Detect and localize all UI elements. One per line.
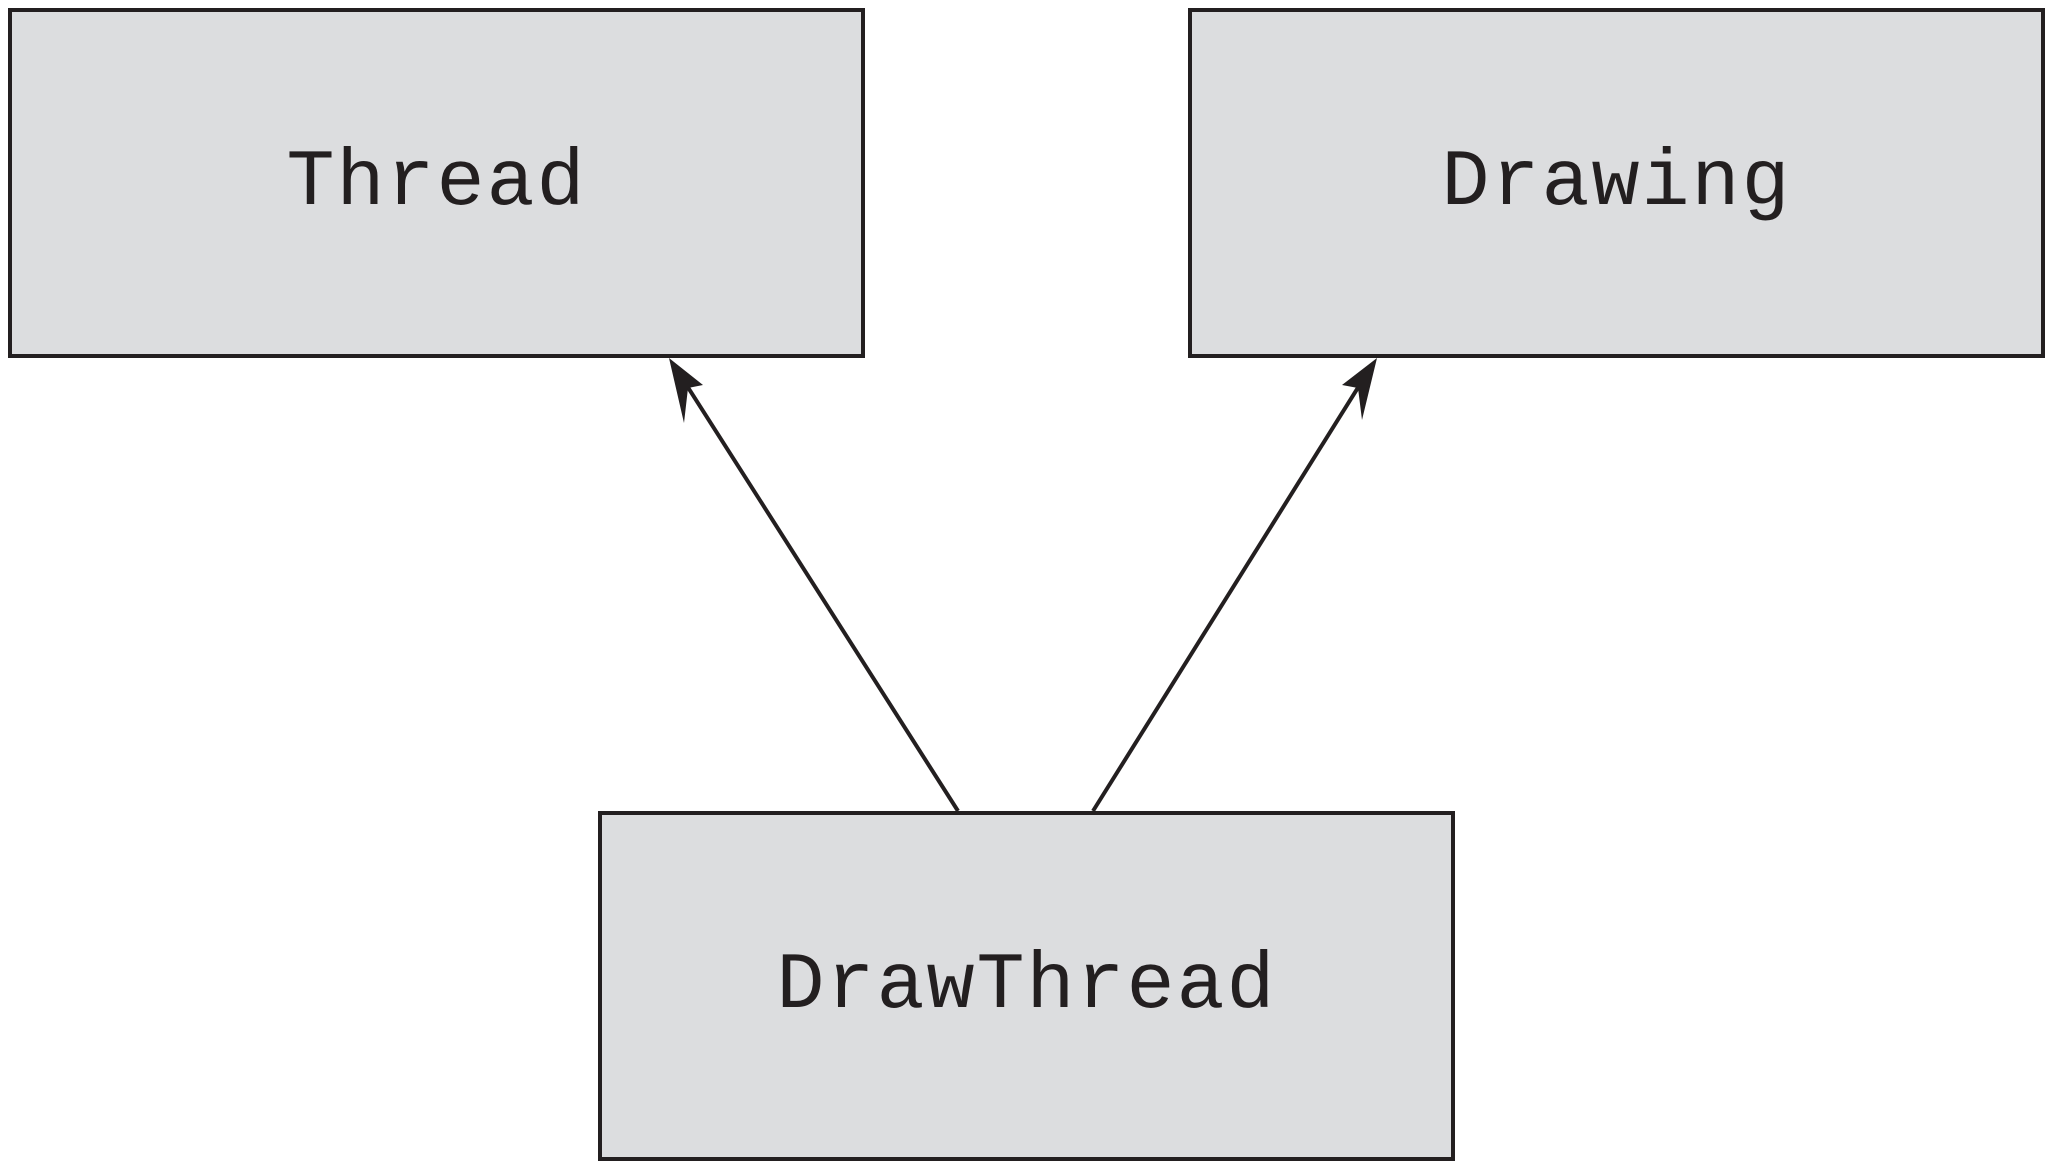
arrowhead-thread: [669, 358, 703, 423]
edge-drawthread-to-drawing: [1091, 376, 1366, 813]
edge-drawthread-to-thread: [680, 376, 960, 813]
drawing-class-box: Drawing: [1188, 8, 2045, 358]
drawthread-class-box: DrawThread: [598, 811, 1455, 1161]
drawthread-label: DrawThread: [776, 940, 1277, 1032]
drawing-label: Drawing: [1441, 137, 1792, 229]
thread-label: Thread: [286, 137, 587, 229]
thread-class-box: Thread: [8, 8, 865, 358]
arrowhead-drawing: [1342, 358, 1377, 420]
